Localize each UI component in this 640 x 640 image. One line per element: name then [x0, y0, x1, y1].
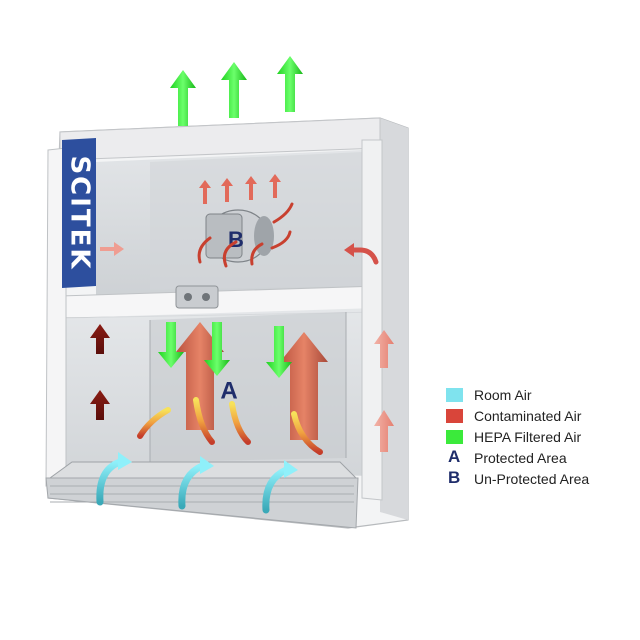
room-air-arrow — [178, 456, 214, 510]
right-side-arrows — [374, 330, 394, 452]
legend-item: A Protected Area — [446, 447, 632, 468]
legend-item: HEPA Filtered Air — [446, 428, 632, 447]
brand-logo-text: SCITEK — [65, 155, 95, 270]
room-air-arrows — [96, 452, 298, 514]
legend-label: Protected Area — [474, 450, 567, 466]
legend-item: Room Air — [446, 386, 632, 405]
hepa-exhaust-arrow — [221, 62, 247, 118]
legend-label: HEPA Filtered Air — [474, 429, 582, 445]
blower-contaminated-arrows — [197, 202, 294, 268]
left-inflow-arrows — [90, 324, 110, 420]
area-a-label: A — [220, 377, 237, 404]
blower-unit: B — [205, 209, 274, 263]
legend-label: Un-Protected Area — [474, 471, 590, 487]
legend-swatch — [446, 430, 463, 444]
legend-swatch — [446, 409, 463, 423]
legend-letter: A — [448, 447, 461, 466]
work-surface-airflow — [137, 397, 323, 455]
plenum-arrows — [199, 174, 281, 204]
legend-item: Contaminated Air — [446, 407, 632, 426]
legend-item: B Un-Protected Area — [446, 468, 632, 489]
brand-logo: SCITEK — [62, 138, 96, 288]
hepa-exhaust-arrow — [170, 70, 196, 126]
room-air-arrow — [96, 452, 132, 506]
area-b-label: B — [228, 227, 244, 252]
legend-swatch — [446, 388, 463, 402]
room-air-arrow — [262, 460, 298, 514]
control-panel — [175, 285, 219, 309]
hepa-exhaust-arrow — [277, 56, 303, 112]
exhaust-arrows — [170, 56, 303, 126]
legend-label: Room Air — [474, 387, 532, 403]
legend-label: Contaminated Air — [474, 408, 582, 424]
downflow-arrows — [158, 322, 292, 378]
side-recirculation-arrows — [100, 242, 379, 265]
legend-letter: B — [448, 468, 461, 487]
